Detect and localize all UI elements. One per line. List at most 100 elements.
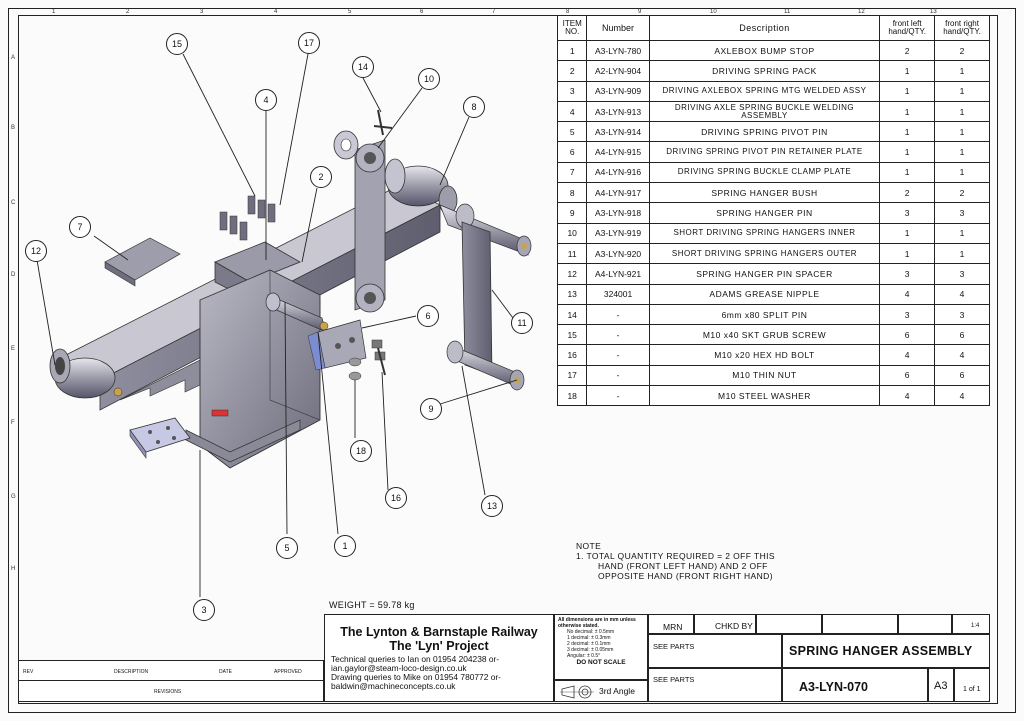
bom-qty-right: 4 bbox=[934, 344, 990, 366]
callout-17: 17 bbox=[298, 32, 320, 54]
finish-cell: SEE PARTS bbox=[648, 668, 782, 702]
bom-item-no: 11 bbox=[556, 242, 588, 265]
outer-frame bbox=[8, 8, 1016, 713]
bom-qty-left: 1 bbox=[879, 100, 936, 123]
callout-2: 2 bbox=[310, 166, 332, 188]
note-heading: NOTE bbox=[576, 541, 602, 551]
zone-side-h: H bbox=[11, 566, 16, 572]
tolerance-block: All dimensions are in mm unless otherwis… bbox=[554, 614, 648, 680]
tolerance-2: 1 decimal: ± 0.3mm bbox=[567, 635, 611, 641]
fasteners bbox=[348, 339, 386, 381]
bom-description: 6mm x80 SPLIT PIN bbox=[648, 303, 881, 326]
zone-top-9: 9 bbox=[638, 9, 642, 15]
drawing-number: A3-LYN-070 bbox=[799, 680, 869, 694]
bom-qty-right: 1 bbox=[934, 242, 990, 265]
grub-screws bbox=[219, 195, 276, 241]
bom-item-no: 9 bbox=[556, 202, 588, 224]
quantity-note: NOTE 1. TOTAL QUANTITY REQUIRED = 2 OFF … bbox=[576, 541, 775, 581]
bom-qty-right: 3 bbox=[934, 303, 990, 326]
approved-cell bbox=[756, 614, 822, 634]
zone-top-12: 12 bbox=[858, 9, 865, 15]
drawing-number-cell: A3-LYN-070 bbox=[782, 668, 928, 702]
bom-item-no: 14 bbox=[556, 303, 588, 326]
callout-18: 18 bbox=[350, 440, 372, 462]
bom-part-number: - bbox=[586, 344, 650, 366]
sheet-size: A3 bbox=[934, 680, 948, 692]
zone-side-f: F bbox=[11, 420, 15, 426]
bom-header-row: ITEM NO. Number Description front left h… bbox=[556, 15, 990, 41]
bom-qty-left: 1 bbox=[879, 222, 936, 244]
assembly-isometric-view bbox=[36, 53, 532, 597]
bom-qty-right: 1 bbox=[934, 222, 990, 244]
bom-description: DRIVING SPRING BUCKLE CLAMP PLATE bbox=[648, 161, 881, 184]
org-block: The Lynton & Barnstaple Railway The 'Lyn… bbox=[324, 614, 554, 702]
bom-description: SPRING HANGER PIN bbox=[648, 202, 881, 224]
bom-description: DRIVING SPRING PIVOT PIN RETAINER PLATE bbox=[648, 141, 881, 163]
bom-item-no: 5 bbox=[556, 121, 588, 143]
split-pin bbox=[373, 109, 393, 136]
bom-qty-right: 3 bbox=[934, 263, 990, 285]
bom-description: M10 x20 HEX HD BOLT bbox=[648, 344, 881, 366]
bom-qty-right: 4 bbox=[934, 385, 990, 407]
bom-description: AXLEBOX BUMP STOP bbox=[648, 39, 881, 62]
checked-by-cell: CHKD BY bbox=[694, 614, 756, 634]
zone-side-g: G bbox=[11, 494, 16, 500]
bom-qty-left: 6 bbox=[879, 364, 936, 387]
bom-description: SPRING HANGER BUSH bbox=[648, 182, 881, 204]
rev-description-col: DESCRIPTION bbox=[114, 669, 149, 675]
bom-item-no: 8 bbox=[556, 182, 588, 204]
tolerance-3: 2 decimal: ± 0.1mm bbox=[567, 641, 611, 647]
bom-description: SHORT DRIVING SPRING HANGERS INNER bbox=[648, 222, 881, 244]
scale-cell: 1:4 bbox=[952, 614, 990, 634]
material-cell: SEE PARTS bbox=[648, 634, 782, 668]
title-cell: SPRING HANGER ASSEMBLY bbox=[782, 634, 990, 668]
bom-description: ADAMS GREASE NIPPLE bbox=[648, 283, 881, 305]
tolerance-4: 3 decimal: ± 0.05mm bbox=[567, 647, 614, 653]
zone-top-1: 1 bbox=[52, 9, 56, 15]
zone-side-e: E bbox=[11, 346, 16, 352]
bom-part-number: A3-LYN-920 bbox=[586, 242, 650, 265]
callout-7: 7 bbox=[69, 216, 91, 238]
note-line-3: OPPOSITE HAND (FRONT RIGHT HAND) bbox=[598, 571, 773, 581]
hanger-inner bbox=[354, 139, 386, 311]
bom-description: DRIVING SPRING PIVOT PIN bbox=[648, 121, 881, 143]
bom-item-no: 17 bbox=[556, 364, 588, 387]
projection-label: 3rd Angle bbox=[599, 686, 635, 696]
sheet-cell: 1 of 1 bbox=[954, 668, 990, 702]
callout-13: 13 bbox=[481, 495, 503, 517]
project-name: The 'Lyn' Project bbox=[389, 639, 489, 653]
callout-12: 12 bbox=[25, 240, 47, 262]
callout-9: 9 bbox=[420, 398, 442, 420]
bom-qty-right: 4 bbox=[934, 283, 990, 305]
revisions-title: REVISIONS bbox=[154, 689, 182, 695]
callout-15: 15 bbox=[166, 33, 188, 55]
bom-part-number: - bbox=[586, 303, 650, 326]
bom-qty-right: 1 bbox=[934, 161, 990, 184]
sheet-number: 1 of 1 bbox=[963, 686, 981, 693]
revisions-title-row: REVISIONS bbox=[18, 680, 324, 702]
model-cell bbox=[822, 614, 898, 634]
bom-item-no: 18 bbox=[556, 385, 588, 407]
leader-lines bbox=[36, 53, 518, 597]
bom-part-number: A3-LYN-914 bbox=[586, 121, 650, 143]
drawn-by: MRN bbox=[663, 622, 683, 632]
third-angle-projection-icon bbox=[560, 685, 594, 699]
bom-header-description: Description bbox=[648, 15, 881, 41]
callout-14: 14 bbox=[352, 56, 374, 78]
checked-by: CHKD BY bbox=[715, 621, 753, 631]
bom-qty-right: 1 bbox=[934, 141, 990, 163]
bom-qty-left: 1 bbox=[879, 121, 936, 143]
zone-side-a: A bbox=[11, 55, 16, 61]
contact-1: Technical queries to Ian on 01954 204238… bbox=[331, 654, 500, 664]
bom-part-number: 324001 bbox=[586, 283, 650, 305]
note-line-1: 1. TOTAL QUANTITY REQUIRED = 2 OFF THIS bbox=[576, 551, 775, 561]
bom-header-qty-right: front right hand/QTY. bbox=[934, 15, 990, 41]
callout-11: 11 bbox=[511, 312, 533, 334]
do-not-scale: DO NOT SCALE bbox=[576, 659, 626, 666]
